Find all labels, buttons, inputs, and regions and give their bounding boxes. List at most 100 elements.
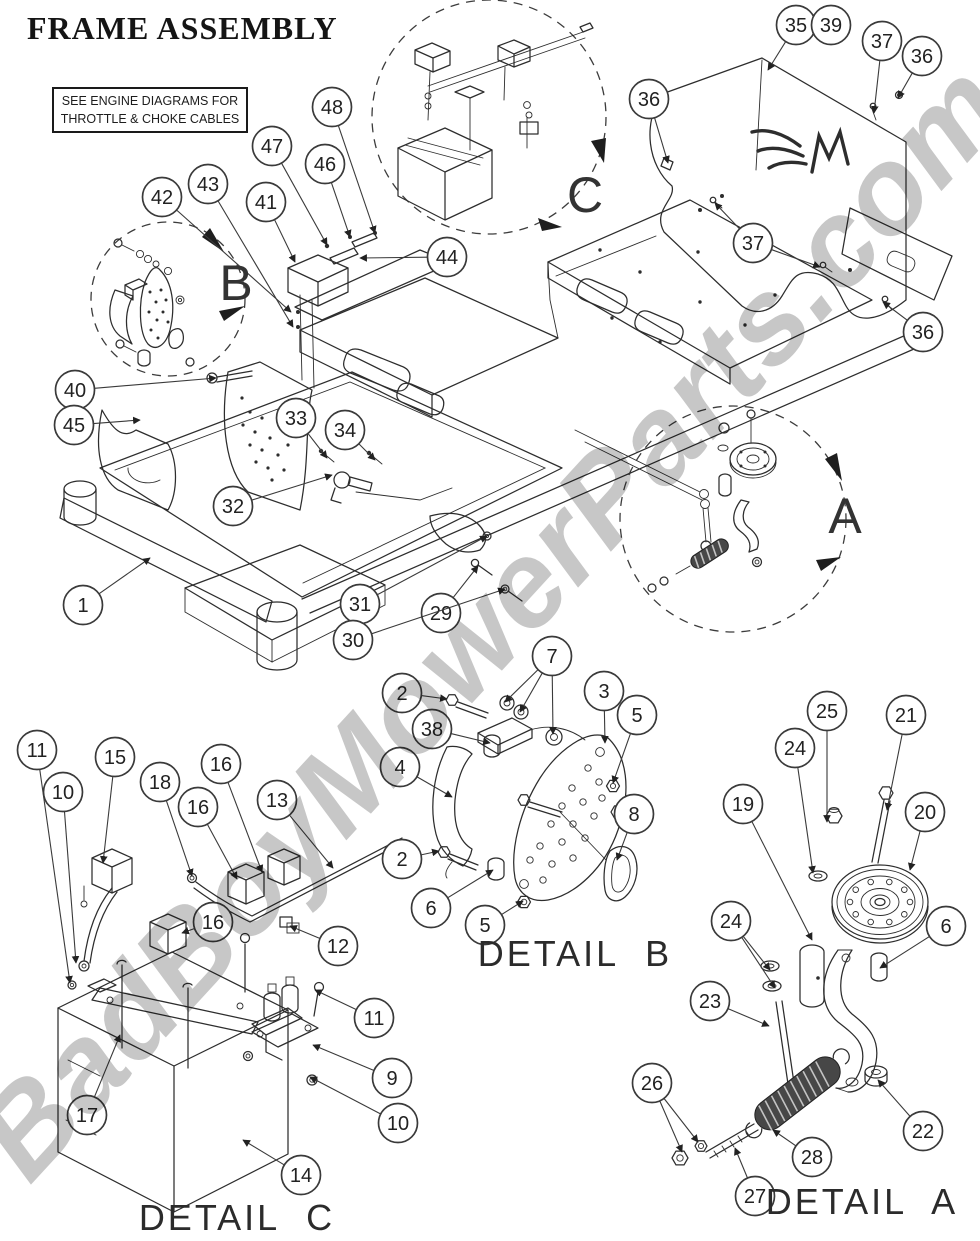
circle-a-contents [647, 409, 777, 593]
fender-bracket [97, 409, 177, 511]
svg-text:3: 3 [598, 681, 609, 703]
floor-pan [99, 371, 563, 663]
svg-text:41: 41 [255, 192, 277, 214]
callout-22: 22 [877, 1079, 944, 1152]
svg-text:11: 11 [27, 740, 48, 762]
callout-6: 6 [410, 869, 494, 929]
svg-text:27: 27 [744, 1186, 766, 1208]
svg-text:43: 43 [197, 174, 219, 196]
spacer-6 [870, 952, 888, 982]
callout-43: 43 [187, 163, 294, 328]
callout-48: 48 [311, 86, 377, 234]
callout-27: 27 [734, 1147, 776, 1217]
callout-1: 1 [62, 557, 151, 626]
spring-28 [745, 1048, 850, 1139]
callout-36: 36 [628, 78, 670, 164]
callout-8: 8 [613, 793, 655, 861]
svg-text:35: 35 [785, 15, 807, 37]
svg-text:28: 28 [801, 1147, 823, 1169]
perforated-plate-3 [513, 734, 627, 902]
threaded-rod-27 [705, 1123, 759, 1159]
callout-39: 39 [810, 4, 852, 46]
detail-circles [90, 0, 847, 633]
svg-text:7: 7 [546, 646, 557, 668]
svg-text:9: 9 [386, 1068, 397, 1090]
page-title: FRAME ASSEMBLY [27, 10, 338, 46]
callout-25: 25 [806, 690, 848, 823]
solenoid [239, 932, 325, 1086]
callout-5: 5 [464, 900, 524, 946]
flanged-nut-22 [864, 1065, 888, 1087]
callout-34: 34 [324, 409, 376, 461]
callout-24: 24 [774, 727, 816, 874]
svg-text:38: 38 [421, 719, 443, 741]
callout-9: 9 [312, 1044, 413, 1099]
handle-8 [603, 845, 638, 902]
cable-clamp-12 [279, 916, 300, 934]
callout-35: 35 [767, 4, 817, 71]
svg-text:33: 33 [285, 408, 307, 430]
svg-text:5: 5 [479, 915, 490, 937]
section-letter-A: A [828, 488, 862, 544]
arrow-c2 [538, 218, 562, 231]
throttle-control-box [287, 254, 349, 389]
arrow-b2 [219, 306, 245, 321]
detail-c-view [57, 837, 403, 1213]
rear-panel [649, 57, 953, 319]
svg-text:23: 23 [699, 991, 721, 1013]
svg-text:16: 16 [210, 754, 232, 776]
callout-2: 2 [381, 672, 448, 714]
section-letter-B: B [219, 255, 252, 311]
callout-38: 38 [411, 708, 491, 750]
callout-37: 37 [714, 202, 821, 269]
svg-text:8: 8 [628, 804, 639, 826]
nut-26a [671, 1150, 689, 1166]
bolt-23 [775, 1000, 795, 1085]
callout-45: 45 [53, 404, 141, 446]
callout-10: 10 [42, 771, 84, 964]
svg-text:20: 20 [914, 802, 936, 824]
svg-text:37: 37 [871, 31, 893, 53]
spacer-19 [799, 944, 825, 1008]
nut-26b [694, 1140, 708, 1152]
engine-deck [547, 199, 873, 385]
main-assembly-art [59, 57, 953, 671]
callout-46: 46 [304, 143, 352, 238]
svg-text:30: 30 [342, 630, 364, 652]
svg-text:36: 36 [911, 46, 933, 68]
callout-6: 6 [879, 905, 967, 969]
callout-5: 5 [611, 694, 658, 784]
callout-13: 13 [256, 779, 334, 869]
seat-platform [294, 249, 559, 418]
front-bumper [59, 480, 298, 671]
svg-text:37: 37 [742, 233, 764, 255]
callout-33: 33 [275, 397, 328, 459]
callout-36: 36 [882, 301, 944, 353]
callout-16: 16 [181, 901, 234, 943]
svg-text:16: 16 [202, 912, 224, 934]
callout-20: 20 [904, 791, 946, 871]
callout-4: 4 [379, 746, 453, 798]
detail-b-label: DETAIL B [478, 933, 672, 974]
callout-7: 7 [504, 635, 573, 735]
detail-a-view [671, 786, 929, 1166]
svg-text:11: 11 [364, 1008, 385, 1030]
callout-26: 26 [631, 1062, 699, 1153]
svg-text:36: 36 [912, 322, 934, 344]
arrow-b1 [202, 228, 224, 252]
badboy-m-logo [750, 126, 850, 174]
svg-text:47: 47 [261, 136, 283, 158]
callout-40: 40 [54, 369, 217, 411]
callout-23: 23 [689, 980, 770, 1027]
callout-24: 24 [710, 900, 776, 989]
svg-text:2: 2 [396, 683, 407, 705]
svg-text:22: 22 [912, 1121, 934, 1143]
plate-holes [519, 747, 606, 889]
callout-16: 16 [200, 743, 264, 873]
hook-bolt [206, 370, 253, 384]
circle-c [371, 0, 607, 235]
svg-text:45: 45 [63, 415, 85, 437]
svg-text:48: 48 [321, 97, 343, 119]
callout-15: 15 [94, 736, 136, 864]
